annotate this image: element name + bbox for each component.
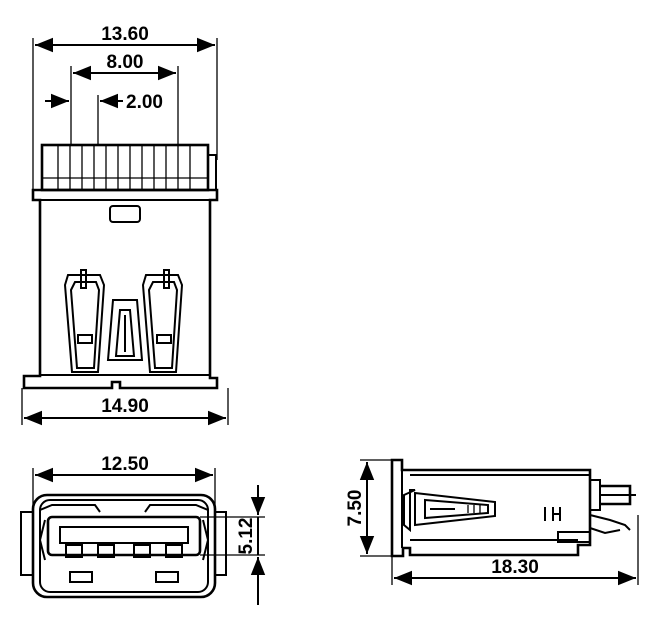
side-view: 7.50 18.30 <box>345 458 639 586</box>
dim-front-height-label: 5.12 <box>236 518 257 555</box>
connector-side-profile <box>390 458 636 558</box>
top-view: 13.60 8.00 2.00 <box>21 24 229 426</box>
dim-side-height-label: 7.50 <box>345 490 366 527</box>
receptacle-face <box>20 493 227 599</box>
dim-pitch-label: 2.00 <box>126 92 163 113</box>
dim-front-width: 12.50 <box>35 454 213 483</box>
front-view: 12.50 5.12 <box>20 454 266 605</box>
dim-front-width-label: 12.50 <box>101 454 149 475</box>
housing-body <box>22 188 219 390</box>
dim-base-width-label: 14.90 <box>101 396 149 417</box>
dim-side-length-label: 18.30 <box>491 557 539 578</box>
dim-pitch: 2.00 <box>45 92 163 113</box>
dim-contact-span: 8.00 <box>73 52 176 81</box>
contact-pins <box>40 143 217 192</box>
dim-overall-width: 13.60 <box>35 24 215 53</box>
dim-base-width: 14.90 <box>24 396 226 426</box>
dim-front-height: 5.12 <box>236 485 266 605</box>
dim-side-length: 18.30 <box>394 557 636 586</box>
dim-side-height: 7.50 <box>345 462 375 554</box>
dim-contact-span-label: 8.00 <box>107 52 144 73</box>
dim-overall-width-label: 13.60 <box>101 24 149 45</box>
